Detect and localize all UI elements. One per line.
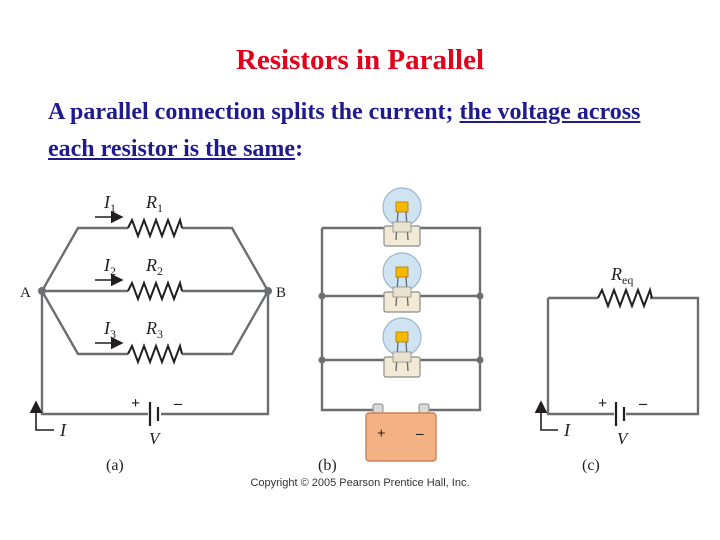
- panel-a-outer-wire: [40, 291, 270, 416]
- panel-c-minus-label: –: [638, 395, 648, 412]
- panel-a-total-current-label: I: [59, 420, 67, 440]
- panel-a-plus-label: +: [131, 395, 140, 412]
- panel-a-voltage-label: V: [149, 429, 162, 448]
- panel-a-resistor-label-3: R3: [145, 318, 163, 341]
- subtitle-underlined-text: the voltage across each resistor is the …: [48, 99, 641, 162]
- panel-a-branch-1-wire: [40, 226, 270, 292]
- copyright-notice: Copyright © 2005 Pearson Prentice Hall, …: [250, 477, 470, 489]
- subtitle-plain-text: A parallel connection splits the current…: [48, 99, 460, 125]
- panel-b-caption: (b): [318, 457, 337, 474]
- panel-c-wire: [546, 296, 700, 416]
- panel-a-resistor-label-2: R2: [145, 255, 163, 278]
- light-bulb-3: [382, 317, 422, 378]
- panel-b-node-dot: [476, 292, 484, 300]
- panel-a-minus-label: –: [173, 395, 183, 412]
- panel-a-current-label-3: I3: [103, 318, 116, 341]
- slide-title: Resistors in Parallel: [235, 44, 485, 76]
- light-bulb-2: [382, 252, 422, 313]
- panel-c-battery: [614, 402, 626, 426]
- panel-a-node-a-dot: [38, 287, 46, 295]
- panel-a-resistor-2: [127, 279, 183, 302]
- panel-c-current-label: I: [563, 420, 571, 440]
- panel-a-battery: [148, 402, 160, 426]
- panel-a-caption: (a): [106, 457, 124, 474]
- subtitle-end-text: :: [295, 136, 304, 162]
- panel-c-caption: (c): [582, 457, 600, 474]
- panel-a-resistor-1: [127, 216, 183, 239]
- panel-a-current-label-1: I1: [103, 192, 116, 215]
- slide-subtitle: A parallel connection splits the current…: [48, 94, 688, 168]
- panel-a-node-b-label: B: [276, 285, 286, 301]
- panel-a-resistor-label-1: R1: [145, 192, 163, 215]
- panel-a-current-label-2: I2: [103, 255, 116, 278]
- panel-c-voltage-label: V: [617, 429, 630, 448]
- panel-a-resistor-3: [127, 342, 183, 365]
- panel-c-current-arrow: [534, 400, 558, 431]
- panel-b-battery-minus: –: [415, 426, 424, 442]
- panel-b-node-dot: [318, 356, 326, 364]
- panel-a-circuit: [40, 216, 270, 426]
- panel-c-circuit: [546, 286, 700, 426]
- panel-a-node-a-label: A: [20, 285, 31, 301]
- panel-a-branch-3-wire: [40, 290, 270, 356]
- panel-b-battery-plus: +: [377, 426, 386, 442]
- panel-a-total-current-arrow: [29, 400, 54, 431]
- panel-c-plus-label: +: [598, 395, 607, 412]
- panel-b-battery: [365, 403, 437, 462]
- panel-b-node-dot: [318, 292, 326, 300]
- panel-a-node-b-dot: [264, 287, 272, 295]
- panel-c-resistor: [597, 286, 653, 309]
- panel-c-resistor-label: Req: [610, 264, 633, 287]
- panel-b-node-dot: [476, 356, 484, 364]
- light-bulb-1: [382, 187, 422, 247]
